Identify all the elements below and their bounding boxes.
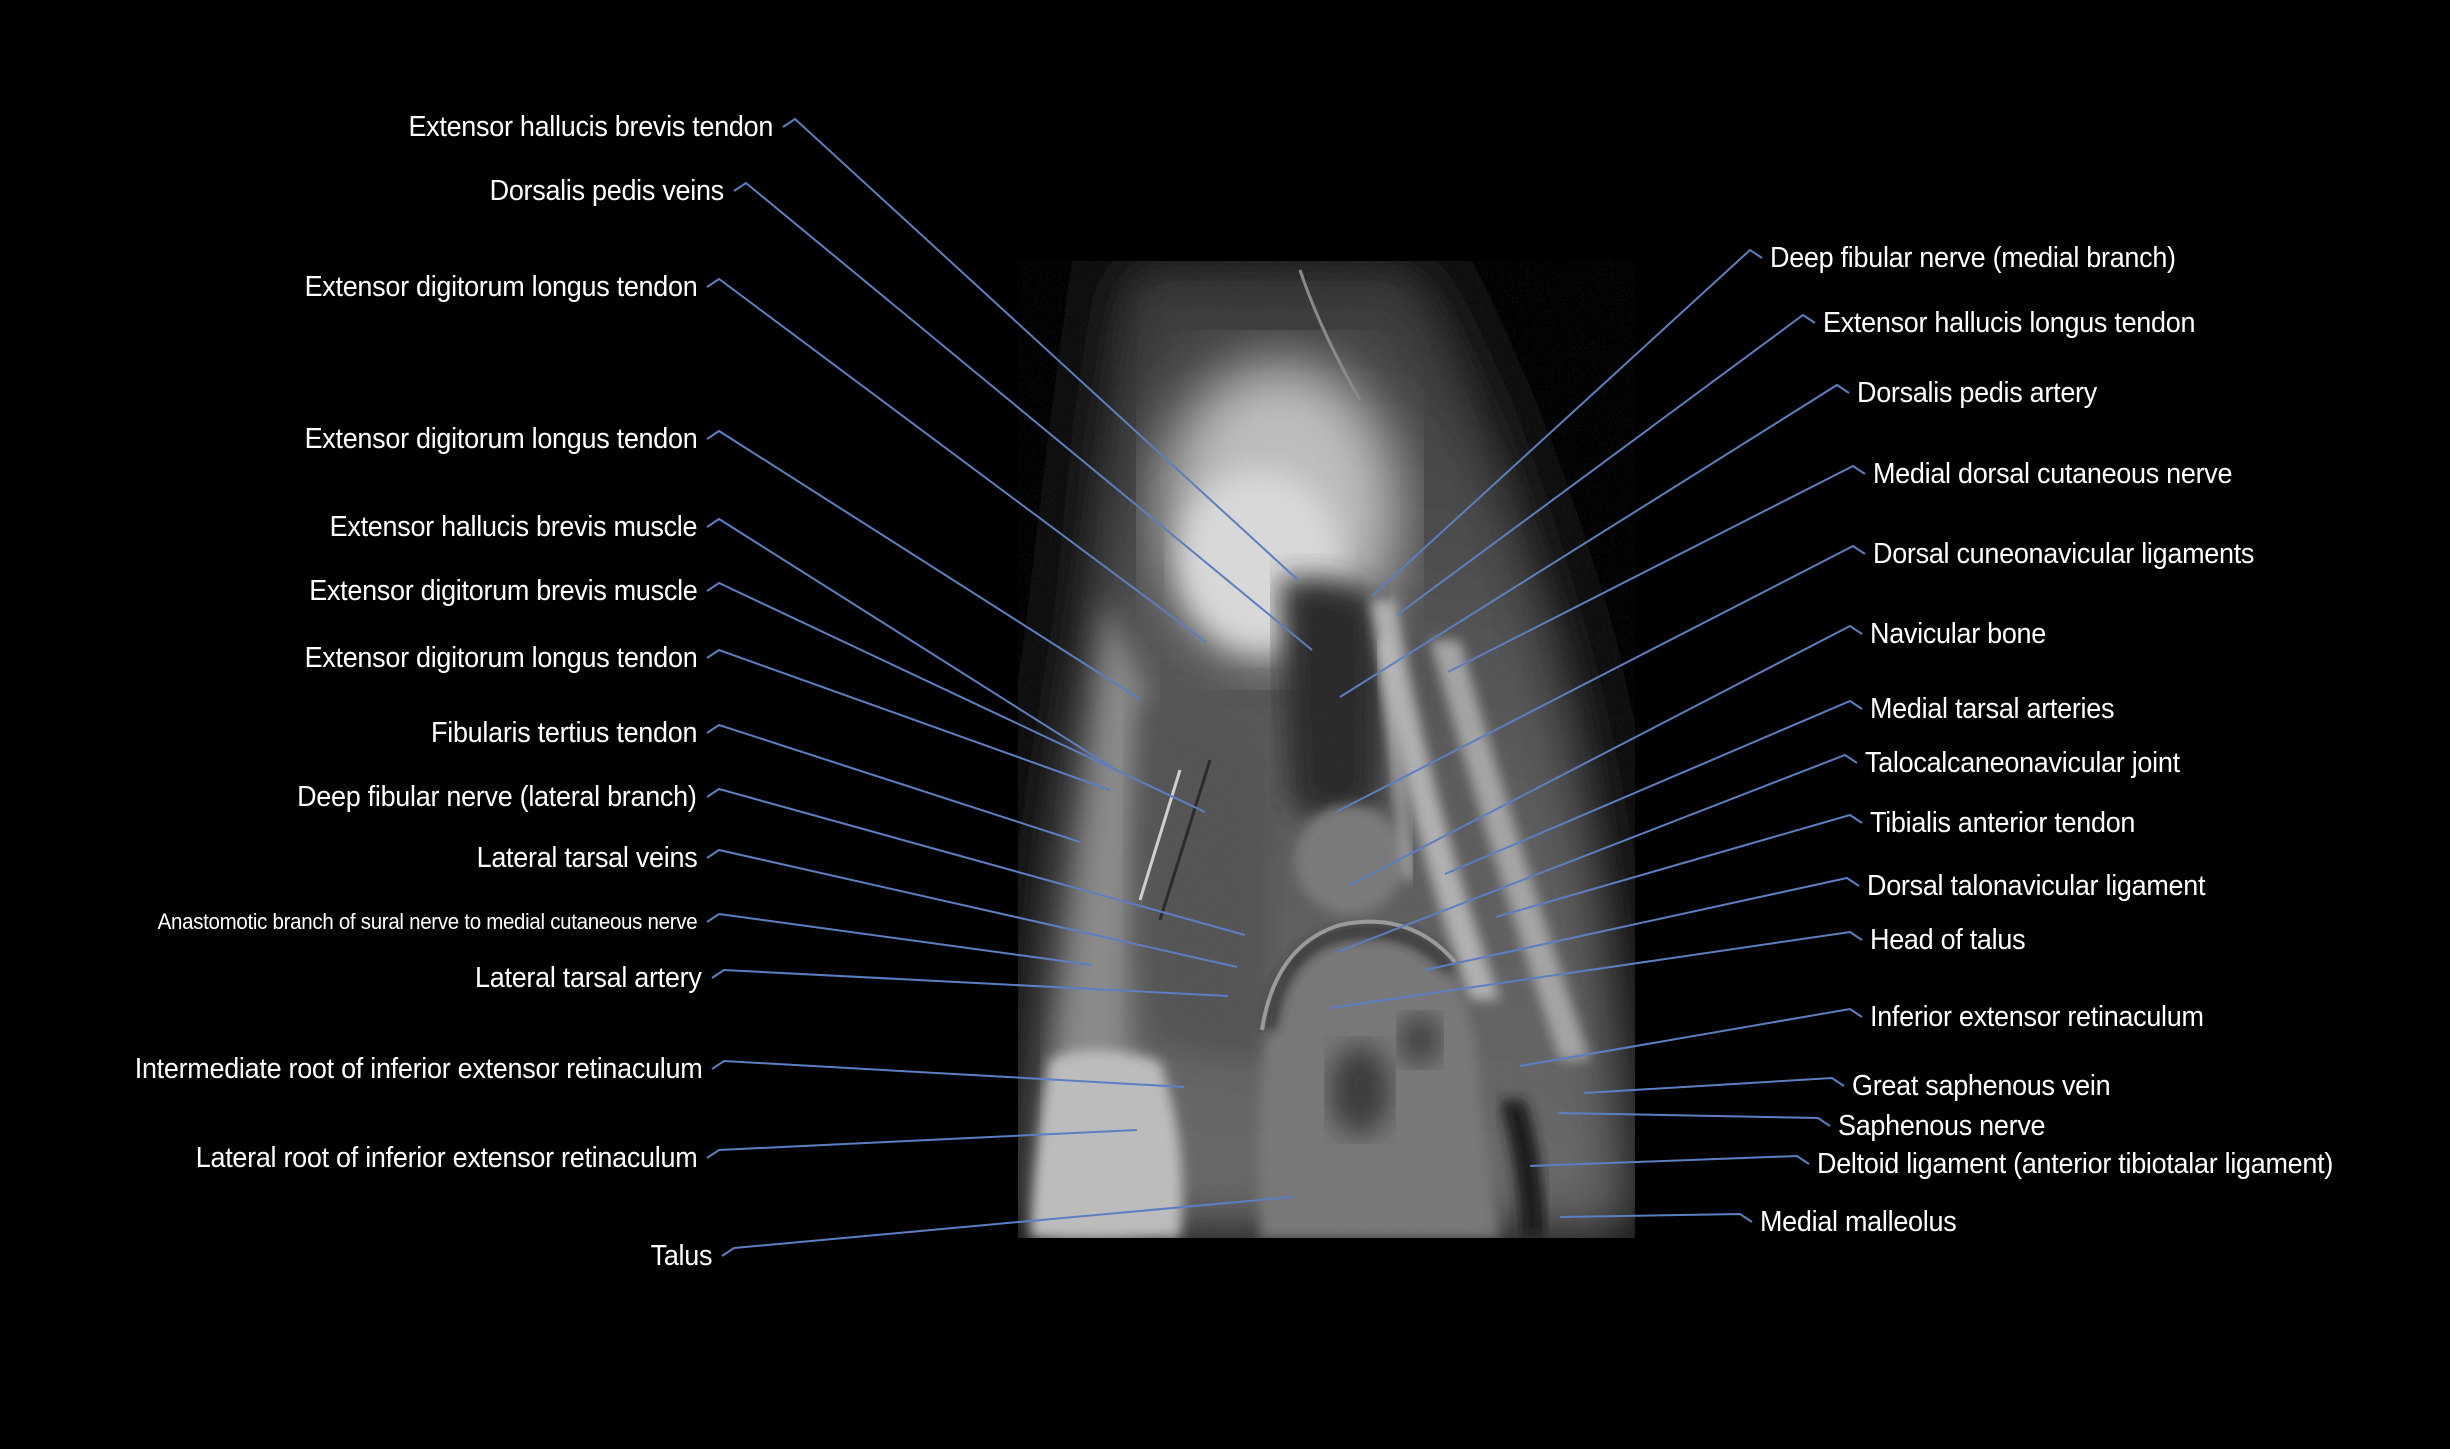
right-label-4: Dorsal cuneonavicular ligaments (1873, 537, 2254, 571)
anatomy-label-text: Fibularis tertius tendon (430, 717, 697, 749)
anatomy-label-text: Extensor digitorum longus tendon (304, 423, 697, 455)
anatomy-label-text: Talocalcaneonavicular joint (1865, 747, 2180, 779)
right-label-2: Dorsalis pedis artery (1857, 376, 2097, 410)
right-label-1: Extensor hallucis longus tendon (1823, 306, 2195, 340)
anatomy-label-text: Inferior extensor retinaculum (1870, 1001, 2204, 1033)
anatomy-label-text: Deltoid ligament (anterior tibiotalar li… (1817, 1148, 2334, 1180)
right-label-3: Medial dorsal cutaneous nerve (1873, 457, 2233, 491)
left-label-10: Anastomotic branch of sural nerve to med… (157, 908, 697, 936)
left-label-13: Lateral root of inferior extensor retina… (195, 1141, 697, 1175)
right-label-14: Deltoid ligament (anterior tibiotalar li… (1817, 1147, 2333, 1181)
right-label-15: Medial malleolus (1760, 1205, 1957, 1239)
right-label-6: Medial tarsal arteries (1870, 692, 2114, 726)
anatomy-label-text: Medial malleolus (1760, 1206, 1957, 1238)
anatomy-label-text: Tibialis anterior tendon (1870, 807, 2136, 839)
right-label-0: Deep fibular nerve (medial branch) (1770, 241, 2176, 275)
left-label-4: Extensor hallucis brevis muscle (329, 510, 697, 544)
anatomy-label-text: Medial tarsal arteries (1870, 693, 2115, 725)
anatomy-label-text: Talus (650, 1240, 712, 1272)
anatomy-label-text: Deep fibular nerve (lateral branch) (297, 781, 698, 813)
anatomy-label-text: Great saphenous vein (1852, 1070, 2111, 1102)
anatomy-label-text: Extensor hallucis brevis muscle (329, 511, 697, 543)
anatomy-label-text: Saphenous nerve (1838, 1110, 2046, 1142)
anatomy-label-text: Dorsal cuneonavicular ligaments (1873, 538, 2255, 570)
right-label-8: Tibialis anterior tendon (1870, 806, 2135, 840)
left-label-2: Extensor digitorum longus tendon (304, 270, 697, 304)
anatomy-label-text: Extensor digitorum longus tendon (304, 271, 697, 303)
left-label-14: Talus (650, 1239, 712, 1273)
anatomy-label-text: Lateral tarsal veins (476, 842, 697, 874)
right-label-13: Saphenous nerve (1838, 1109, 2046, 1143)
right-label-9: Dorsal talonavicular ligament (1867, 869, 2205, 903)
left-label-11: Lateral tarsal artery (475, 961, 703, 995)
anatomy-label-text: Extensor hallucis longus tendon (1823, 307, 2196, 339)
right-label-11: Inferior extensor retinaculum (1870, 1000, 2204, 1034)
left-label-9: Lateral tarsal veins (476, 841, 697, 875)
anatomy-label-text: Navicular bone (1870, 618, 2047, 650)
left-label-6: Extensor digitorum longus tendon (304, 641, 697, 675)
anatomy-label-text: Head of talus (1870, 924, 2026, 956)
anatomy-label-text: Lateral root of inferior extensor retina… (195, 1142, 697, 1174)
anatomy-label-text: Deep fibular nerve (medial branch) (1770, 242, 2176, 274)
anatomy-label-text: Dorsal talonavicular ligament (1867, 870, 2206, 902)
left-label-7: Fibularis tertius tendon (431, 716, 697, 750)
left-label-1: Dorsalis pedis veins (489, 174, 725, 208)
anatomy-label-text: Intermediate root of inferior extensor r… (134, 1053, 702, 1085)
right-label-7: Talocalcaneonavicular joint (1865, 746, 2180, 780)
anatomy-label-text: Extensor digitorum brevis muscle (308, 575, 698, 607)
right-label-12: Great saphenous vein (1852, 1069, 2111, 1103)
left-label-0: Extensor hallucis brevis tendon (408, 110, 773, 144)
anatomy-label-text: Medial dorsal cutaneous nerve (1873, 458, 2233, 490)
left-label-12: Intermediate root of inferior extensor r… (134, 1052, 702, 1086)
anatomy-label-text: Anastomotic branch of sural nerve to med… (157, 909, 697, 934)
left-label-3: Extensor digitorum longus tendon (304, 422, 697, 456)
right-label-10: Head of talus (1870, 923, 2026, 957)
anatomy-label-text: Lateral tarsal artery (475, 962, 703, 994)
anatomy-label-text: Extensor hallucis brevis tendon (408, 111, 773, 143)
left-label-8: Deep fibular nerve (lateral branch) (297, 780, 698, 814)
anatomy-label-text: Dorsalis pedis artery (1857, 377, 2097, 409)
right-label-5: Navicular bone (1870, 617, 2046, 651)
anatomy-label-text: Dorsalis pedis veins (489, 175, 725, 207)
anatomy-label-text: Extensor digitorum longus tendon (304, 642, 697, 674)
left-label-5: Extensor digitorum brevis muscle (308, 574, 698, 608)
